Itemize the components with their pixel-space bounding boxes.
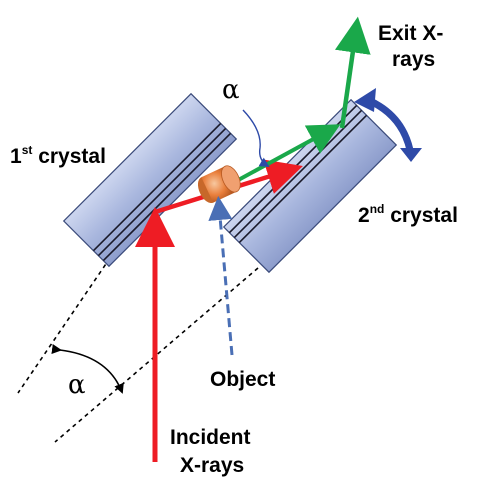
exit-beam — [334, 16, 371, 129]
label-second-crystal: 2nd crystal — [358, 202, 458, 227]
label-alpha-top: α — [222, 75, 240, 105]
label-incident-xrays-line1: Incident — [170, 426, 251, 449]
label-first-crystal: 1st crystal — [10, 143, 106, 168]
label-object: Object — [210, 368, 275, 391]
first-crystal — [62, 92, 238, 268]
rotation-arrowhead-end — [400, 148, 422, 162]
rotation-arrowhead-start — [354, 88, 376, 112]
second-crystal — [222, 98, 398, 274]
label-alpha-bottom: α — [68, 370, 86, 400]
label-exit-xrays-line2: rays — [392, 48, 435, 71]
alpha-arc-bottom — [51, 344, 124, 394]
label-exit-xrays-line1: Exit X- — [378, 22, 443, 45]
label-incident-xrays-line2: X-rays — [180, 454, 244, 477]
alpha-pointer-top — [242, 109, 270, 168]
crystal1-extension-line — [17, 257, 111, 394]
object-pointer-arrow — [208, 196, 234, 356]
